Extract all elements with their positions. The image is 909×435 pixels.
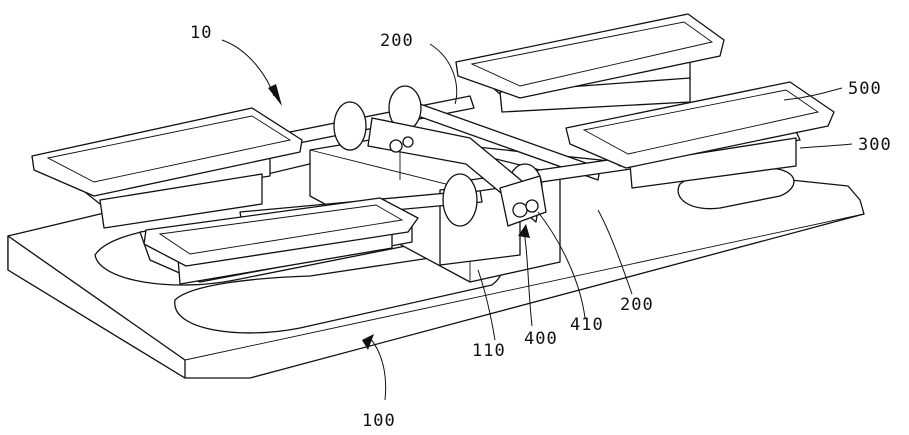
label-300: 300	[858, 135, 892, 155]
label-410: 410	[570, 315, 604, 335]
label-400: 400	[524, 329, 558, 349]
tray-top-middle	[456, 14, 724, 112]
label-110: 110	[472, 341, 506, 361]
label-500: 500	[848, 79, 882, 99]
label-10: 10	[190, 23, 212, 43]
label-200-top: 200	[380, 31, 414, 51]
label-100: 100	[362, 411, 396, 431]
label-200-bottom: 200	[620, 295, 654, 315]
